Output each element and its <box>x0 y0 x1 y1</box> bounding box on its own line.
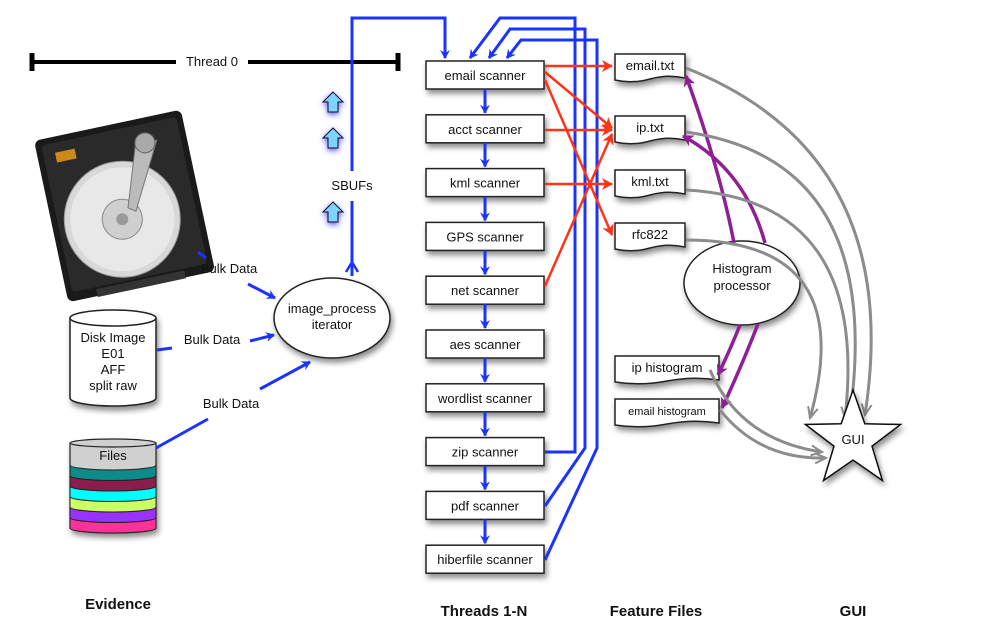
scanner-label: kml scanner <box>450 176 521 191</box>
scanner-label: aes scanner <box>450 337 521 352</box>
thread0-label: Thread 0 <box>186 54 238 69</box>
hard-drive-icon <box>35 110 214 302</box>
feature-file-list: email.txt ip.txt kml.txt rfc822 ip histogram… <box>614 53 720 428</box>
feature-file-label: kml.txt <box>631 174 669 189</box>
section-label-threads: Threads 1-N <box>441 603 528 620</box>
bulk-data-label-3: Bulk Data <box>203 396 260 411</box>
files-stripe <box>69 464 157 481</box>
feature-write-arrows <box>543 60 614 287</box>
disk-image-line-2: E01 <box>101 346 124 361</box>
disk-image-line-4: split raw <box>89 378 137 393</box>
files-label: Files <box>99 448 127 463</box>
scanner-node: net scanner <box>425 275 545 329</box>
scanner-label: hiberfile scanner <box>437 552 533 567</box>
section-label-evidence: Evidence <box>85 596 151 613</box>
iterator-line-1: image_process <box>288 301 377 316</box>
sbufs-label: SBUFs <box>331 178 373 193</box>
scanner-node: kml scanner <box>425 167 545 222</box>
scanner-node: acct scanner <box>425 114 545 168</box>
image-process-iterator-node <box>273 277 391 359</box>
feature-file-label: email.txt <box>626 58 675 73</box>
feature-file-node: kml.txt <box>614 169 686 199</box>
section-label-gui: GUI <box>840 603 867 620</box>
histogram-processor-line-2: processor <box>713 278 771 293</box>
histogram-processor-node <box>683 240 801 326</box>
scanner-label: net scanner <box>451 283 520 298</box>
scanner-label: email scanner <box>445 68 527 83</box>
sbuf-up-arrows <box>321 91 345 223</box>
bulk-data-arrows <box>155 250 311 450</box>
scanner-label: acct scanner <box>448 122 522 137</box>
scanner-node: hiberfile scanner <box>425 544 545 574</box>
sbuf-up-arrow-icon <box>321 91 345 113</box>
feature-file-label: rfc822 <box>632 227 668 242</box>
sbuf-flow-arrow <box>344 16 450 276</box>
recursive-return-arrows <box>468 16 599 561</box>
feature-file-node: rfc822 <box>614 222 686 252</box>
bulk-data-label-2: Bulk Data <box>184 332 241 347</box>
scanner-node: email scanner <box>425 60 545 114</box>
feature-file-node: ip histogram <box>614 355 720 385</box>
iterator-line-2: iterator <box>312 317 353 332</box>
scanner-list: email scanner acct scanner kml scannerGPS … <box>425 60 545 574</box>
sbuf-up-arrow-icon <box>321 201 345 223</box>
section-label-feature-files: Feature Files <box>610 603 703 620</box>
disk-image-line-3: AFF <box>101 362 126 377</box>
scanner-node: pdf scanner <box>425 490 545 545</box>
disk-image-line-1: Disk Image <box>80 330 145 345</box>
gui-star-label: GUI <box>841 432 864 447</box>
bulk-data-label-1: Bulk Data <box>201 261 258 276</box>
scanner-node: zip scanner <box>425 436 545 491</box>
feature-file-node: ip.txt <box>614 115 686 145</box>
scanner-node: GPS scanner <box>425 221 545 276</box>
disk-image-cylinder <box>69 309 157 407</box>
scanner-label: pdf scanner <box>451 498 520 513</box>
files-cylinder <box>69 438 157 534</box>
scanner-node: aes scanner <box>425 329 545 383</box>
sbuf-up-arrow-icon <box>321 127 345 149</box>
gui-star-node <box>803 387 903 483</box>
feature-file-label: ip.txt <box>636 120 664 135</box>
feature-file-label: email histogram <box>628 406 706 418</box>
scanner-label: GPS scanner <box>446 229 524 244</box>
thread0-bar: Thread 0 <box>29 53 401 71</box>
feature-file-label: ip histogram <box>632 360 703 375</box>
gui-flow-arrows <box>685 66 873 458</box>
scanner-node: wordlist scanner <box>425 383 545 437</box>
feature-file-node: email.txt <box>614 53 686 83</box>
scanner-label: zip scanner <box>452 445 519 460</box>
feature-file-node: email histogram <box>614 398 720 428</box>
scanner-label: wordlist scanner <box>437 391 533 406</box>
histogram-processor-line-1: Histogram <box>712 261 771 276</box>
